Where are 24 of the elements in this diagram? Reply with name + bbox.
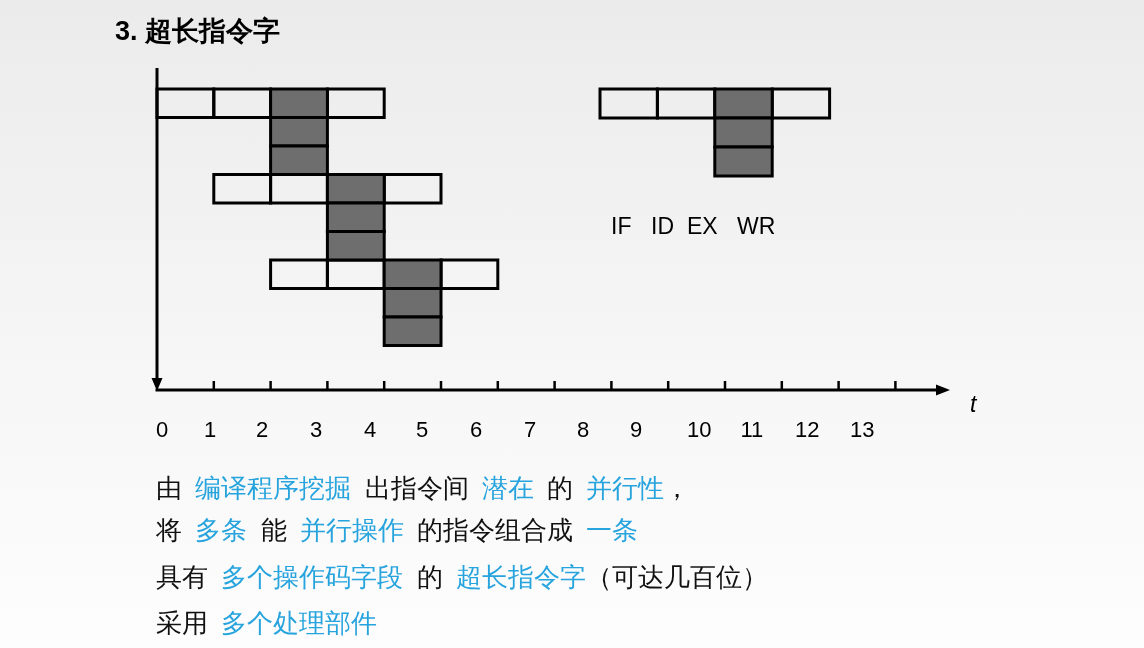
stage-label: ID — [651, 213, 674, 240]
stage-label: IF — [611, 213, 632, 240]
tick-label: 13 — [850, 416, 875, 442]
tick-label: 11 — [740, 416, 764, 442]
tick-label: 9 — [630, 416, 643, 442]
tick-label: 3 — [310, 416, 323, 442]
tick-label: 10 — [687, 416, 712, 442]
body-text: 采用 多个处理部件 — [156, 609, 378, 639]
tick-label: 0 — [156, 416, 169, 442]
tick-label: 4 — [364, 416, 377, 442]
tick-label: 12 — [795, 416, 820, 442]
tick-label: 8 — [577, 416, 590, 442]
stage-label: EX — [687, 213, 718, 240]
tick-label: 6 — [470, 416, 483, 442]
tick-label: 5 — [416, 416, 429, 442]
tick-label: 7 — [524, 416, 537, 442]
body-text: 具有 多个操作码字段 的 超长指令字（可达几百位） — [156, 563, 768, 593]
slide-title: 3. 超长指令字 — [115, 15, 281, 47]
body-text: 由 编译程序挖掘 出指令间 潜在 的 并行性， — [156, 474, 691, 504]
tick-label: 1 — [204, 416, 217, 442]
tick-label: 2 — [256, 416, 269, 442]
body-text: 将 多条 能 并行操作 的指令组合成 一条 — [156, 516, 639, 546]
axis-label: t — [970, 391, 977, 418]
stage-label: WR — [737, 213, 776, 240]
